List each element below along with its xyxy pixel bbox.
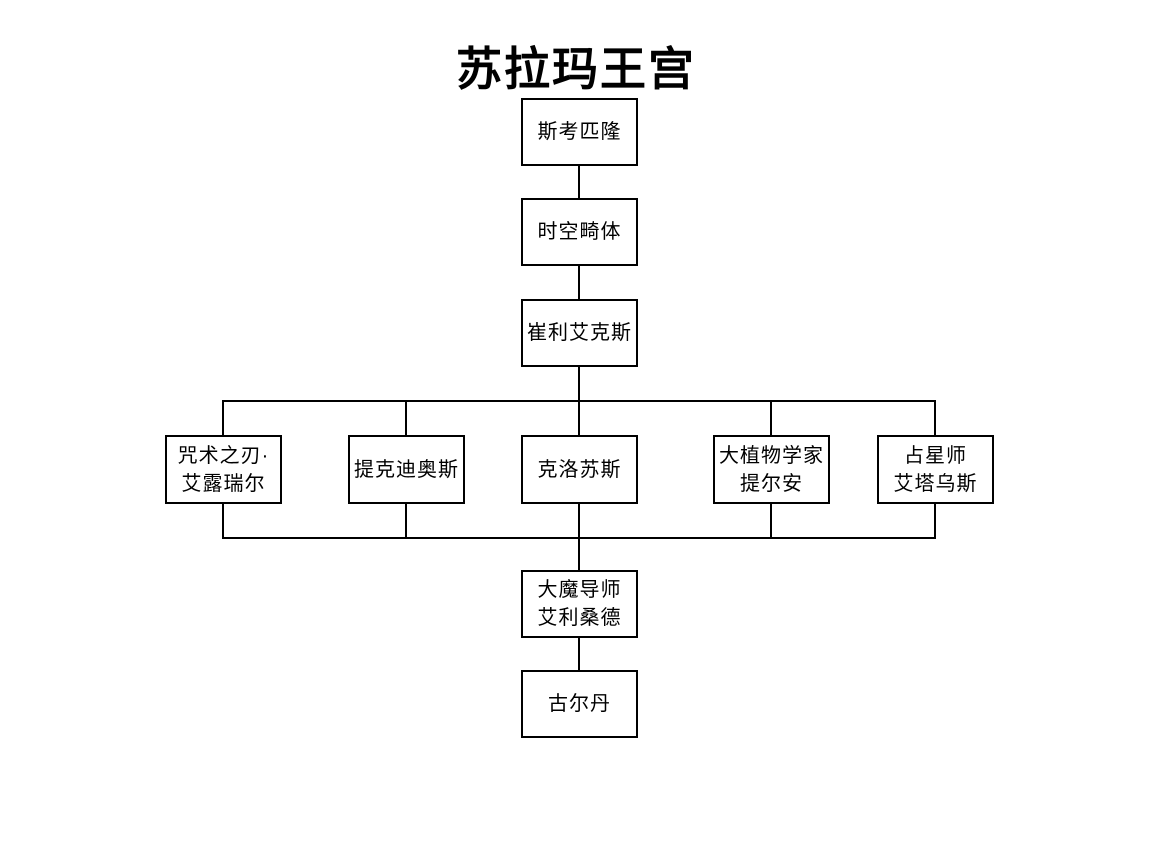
stub-top-telarn <box>770 400 772 435</box>
node-skorpyron: 斯考匹隆 <box>521 98 638 166</box>
node-spellblade-aluriel: 咒术之刃· 艾露瑞尔 <box>165 435 282 504</box>
node-high-botanist-telarn: 大植物学家 提尔安 <box>713 435 830 504</box>
edge-skorpyron-anomaly <box>578 166 580 198</box>
edge-anomaly-trilliax <box>578 266 580 299</box>
branch-rail-top <box>222 400 936 402</box>
stub-bottom-tichondrius <box>405 504 407 539</box>
stub-bottom-krosus <box>578 504 580 539</box>
node-grand-magistrix-elisande: 大魔导师 艾利桑德 <box>521 570 638 638</box>
stub-bottom-telarn <box>770 504 772 539</box>
branch-rail-bottom <box>222 537 936 539</box>
node-trilliax: 崔利艾克斯 <box>521 299 638 367</box>
stub-top-aluriel <box>222 400 224 435</box>
edge-branch-elisande <box>578 539 580 570</box>
node-star-augur-etraeus: 占星师 艾塔乌斯 <box>877 435 994 504</box>
diagram-title: 苏拉玛王宫 <box>456 43 696 95</box>
node-krosus: 克洛苏斯 <box>521 435 638 504</box>
edge-elisande-guldan <box>578 638 580 670</box>
node-tichondrius: 提克迪奥斯 <box>348 435 465 504</box>
stub-top-tichondrius <box>405 400 407 435</box>
stub-bottom-aluriel <box>222 504 224 539</box>
node-guldan: 古尔丹 <box>521 670 638 738</box>
stub-top-etraeus <box>934 400 936 435</box>
node-chronomatic-anomaly: 时空畸体 <box>521 198 638 266</box>
stub-bottom-etraeus <box>934 504 936 539</box>
